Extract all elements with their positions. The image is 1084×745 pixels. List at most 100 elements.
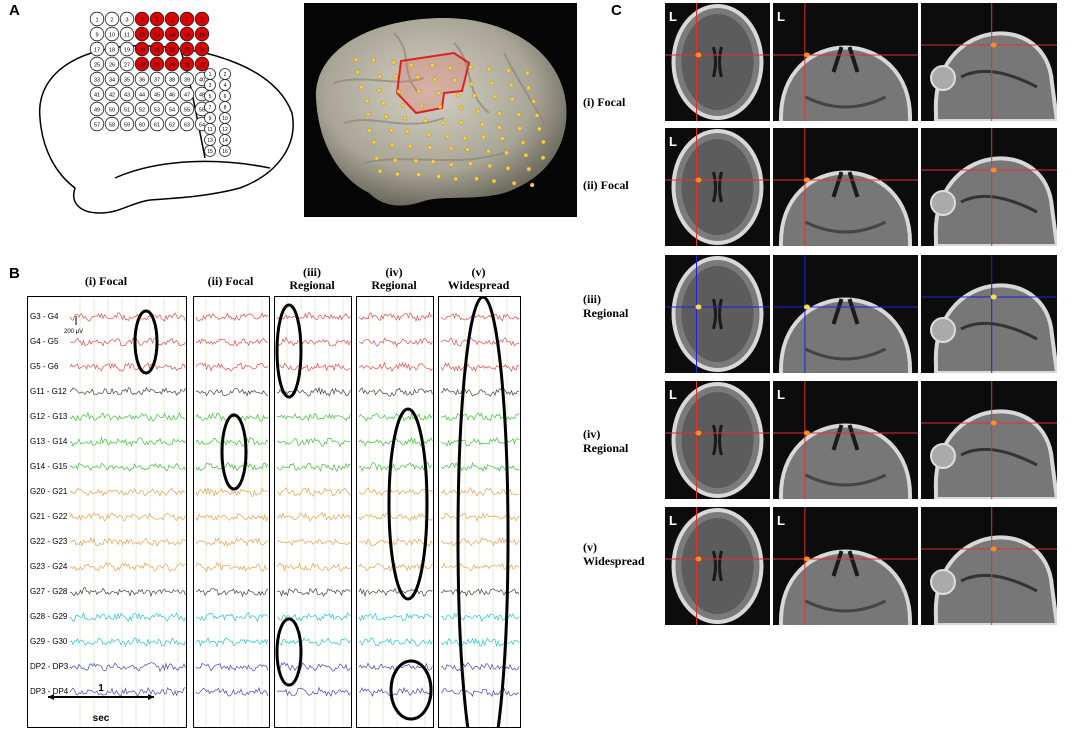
contact-dot (447, 65, 453, 71)
channel-label: G3 - G4 (30, 312, 59, 321)
electrode-20: 20 (134, 41, 150, 57)
contact-dot (413, 158, 419, 164)
contact-dot (529, 182, 535, 188)
electrode-label: 42 (109, 93, 115, 99)
eeg-column-3 (274, 296, 352, 728)
sagittal-view (921, 128, 1057, 246)
eeg-column-title: (v) Widespread (447, 265, 510, 292)
electrode-37: 37 (149, 71, 165, 87)
contact-dot (423, 118, 428, 123)
channel-label: G13 - G14 (30, 437, 68, 446)
electrode-60: 60 (134, 116, 150, 132)
sagittal-view (921, 381, 1057, 499)
electrode-24: 24 (194, 41, 210, 57)
contact-dot (419, 103, 425, 109)
channel-label: G23 - G24 (30, 562, 68, 571)
time-scale-arrow-left (48, 694, 54, 700)
contact-dot (526, 166, 532, 172)
electrode-label: 16 (199, 33, 205, 39)
contact-dot (449, 162, 454, 167)
electrode-label: 13 (154, 33, 160, 39)
electrode-62: 62 (164, 116, 180, 132)
electrode-label: 11 (124, 33, 130, 39)
contact-dot (517, 126, 523, 131)
eeg-trace (276, 661, 351, 672)
eeg-column-title: (ii) Focal (207, 274, 254, 288)
contact-dot (458, 120, 464, 125)
electrode-label: 38 (169, 78, 175, 84)
eeg-trace (358, 337, 433, 348)
electrode-label: 37 (154, 78, 160, 84)
electrode-label: 31 (184, 63, 190, 69)
electrode-5: 5 (149, 11, 165, 27)
contact-dot (537, 126, 542, 132)
strip-electrode-11: 11 (204, 123, 216, 135)
contact-dot (506, 68, 511, 73)
contact-dot (526, 85, 531, 91)
contact-dot (534, 113, 540, 118)
contact-dot (384, 114, 389, 119)
eeg-trace (195, 461, 269, 472)
eeg-trace (358, 361, 433, 372)
electrode-19: 19 (119, 41, 135, 57)
contact-dot (404, 129, 410, 134)
electrode-label: 14 (169, 33, 175, 39)
contact-dot (391, 60, 397, 65)
contact-dot (453, 176, 459, 182)
mri-row-label: (v) Widespread (583, 540, 645, 568)
contact-dot (475, 109, 481, 114)
electrode-30: 30 (164, 56, 180, 72)
eeg-trace (69, 462, 186, 472)
activation-spot (990, 420, 997, 426)
activation-spot (990, 167, 997, 173)
activation-spot (990, 294, 997, 300)
eeg-trace (276, 538, 351, 547)
contact-dot (430, 159, 436, 164)
eeg-trace (195, 437, 269, 447)
electrode-label: 8 (200, 18, 203, 24)
electrode-8: 8 (194, 11, 210, 27)
electrode-label: 15 (184, 33, 190, 39)
eeg-trace (440, 536, 520, 547)
eeg-trace (195, 412, 269, 422)
mri-row-2: L (665, 128, 1057, 246)
event-ellipse (387, 407, 429, 601)
electrode-label: 17 (94, 48, 100, 54)
event-ellipse (389, 659, 433, 721)
eeg-trace (358, 486, 433, 497)
electrode-43: 43 (119, 86, 135, 102)
electrode-label: 6 (170, 18, 173, 24)
electrode-label: 61 (154, 123, 160, 129)
eeg-trace (69, 611, 186, 622)
contact-dot (400, 103, 406, 108)
sagittal-view (921, 507, 1057, 625)
electrode-label: 39 (184, 78, 190, 84)
electrode-label: 40 (199, 78, 205, 84)
eeg-trace (440, 362, 520, 373)
strip-electrode-label: 8 (224, 105, 227, 111)
activation-spot (990, 42, 997, 48)
axial-view (665, 128, 770, 246)
contact-dot (509, 96, 515, 102)
eeg-trace (358, 412, 433, 422)
panel-letter-b: B (9, 265, 20, 282)
contact-dot (468, 64, 473, 70)
strip-electrode-15: 15 (204, 145, 216, 157)
strip-electrode-16: 16 (219, 145, 231, 157)
activation-spot (803, 304, 810, 310)
electrode-label: 60 (139, 123, 145, 129)
orientation-label: L (777, 9, 785, 24)
eeg-trace (440, 687, 520, 698)
electrode-label: 22 (169, 48, 175, 54)
strip-electrode-5: 5 (204, 90, 216, 102)
electrode-13: 13 (149, 26, 165, 42)
electrode-11: 11 (119, 26, 135, 42)
contact-dot (393, 74, 398, 79)
coronal-view (773, 255, 918, 373)
electrode-12: 12 (134, 26, 150, 42)
contact-dot (462, 135, 468, 141)
contact-dot (436, 90, 441, 96)
contact-dot (497, 111, 502, 116)
electrode-label: 7 (185, 18, 188, 24)
